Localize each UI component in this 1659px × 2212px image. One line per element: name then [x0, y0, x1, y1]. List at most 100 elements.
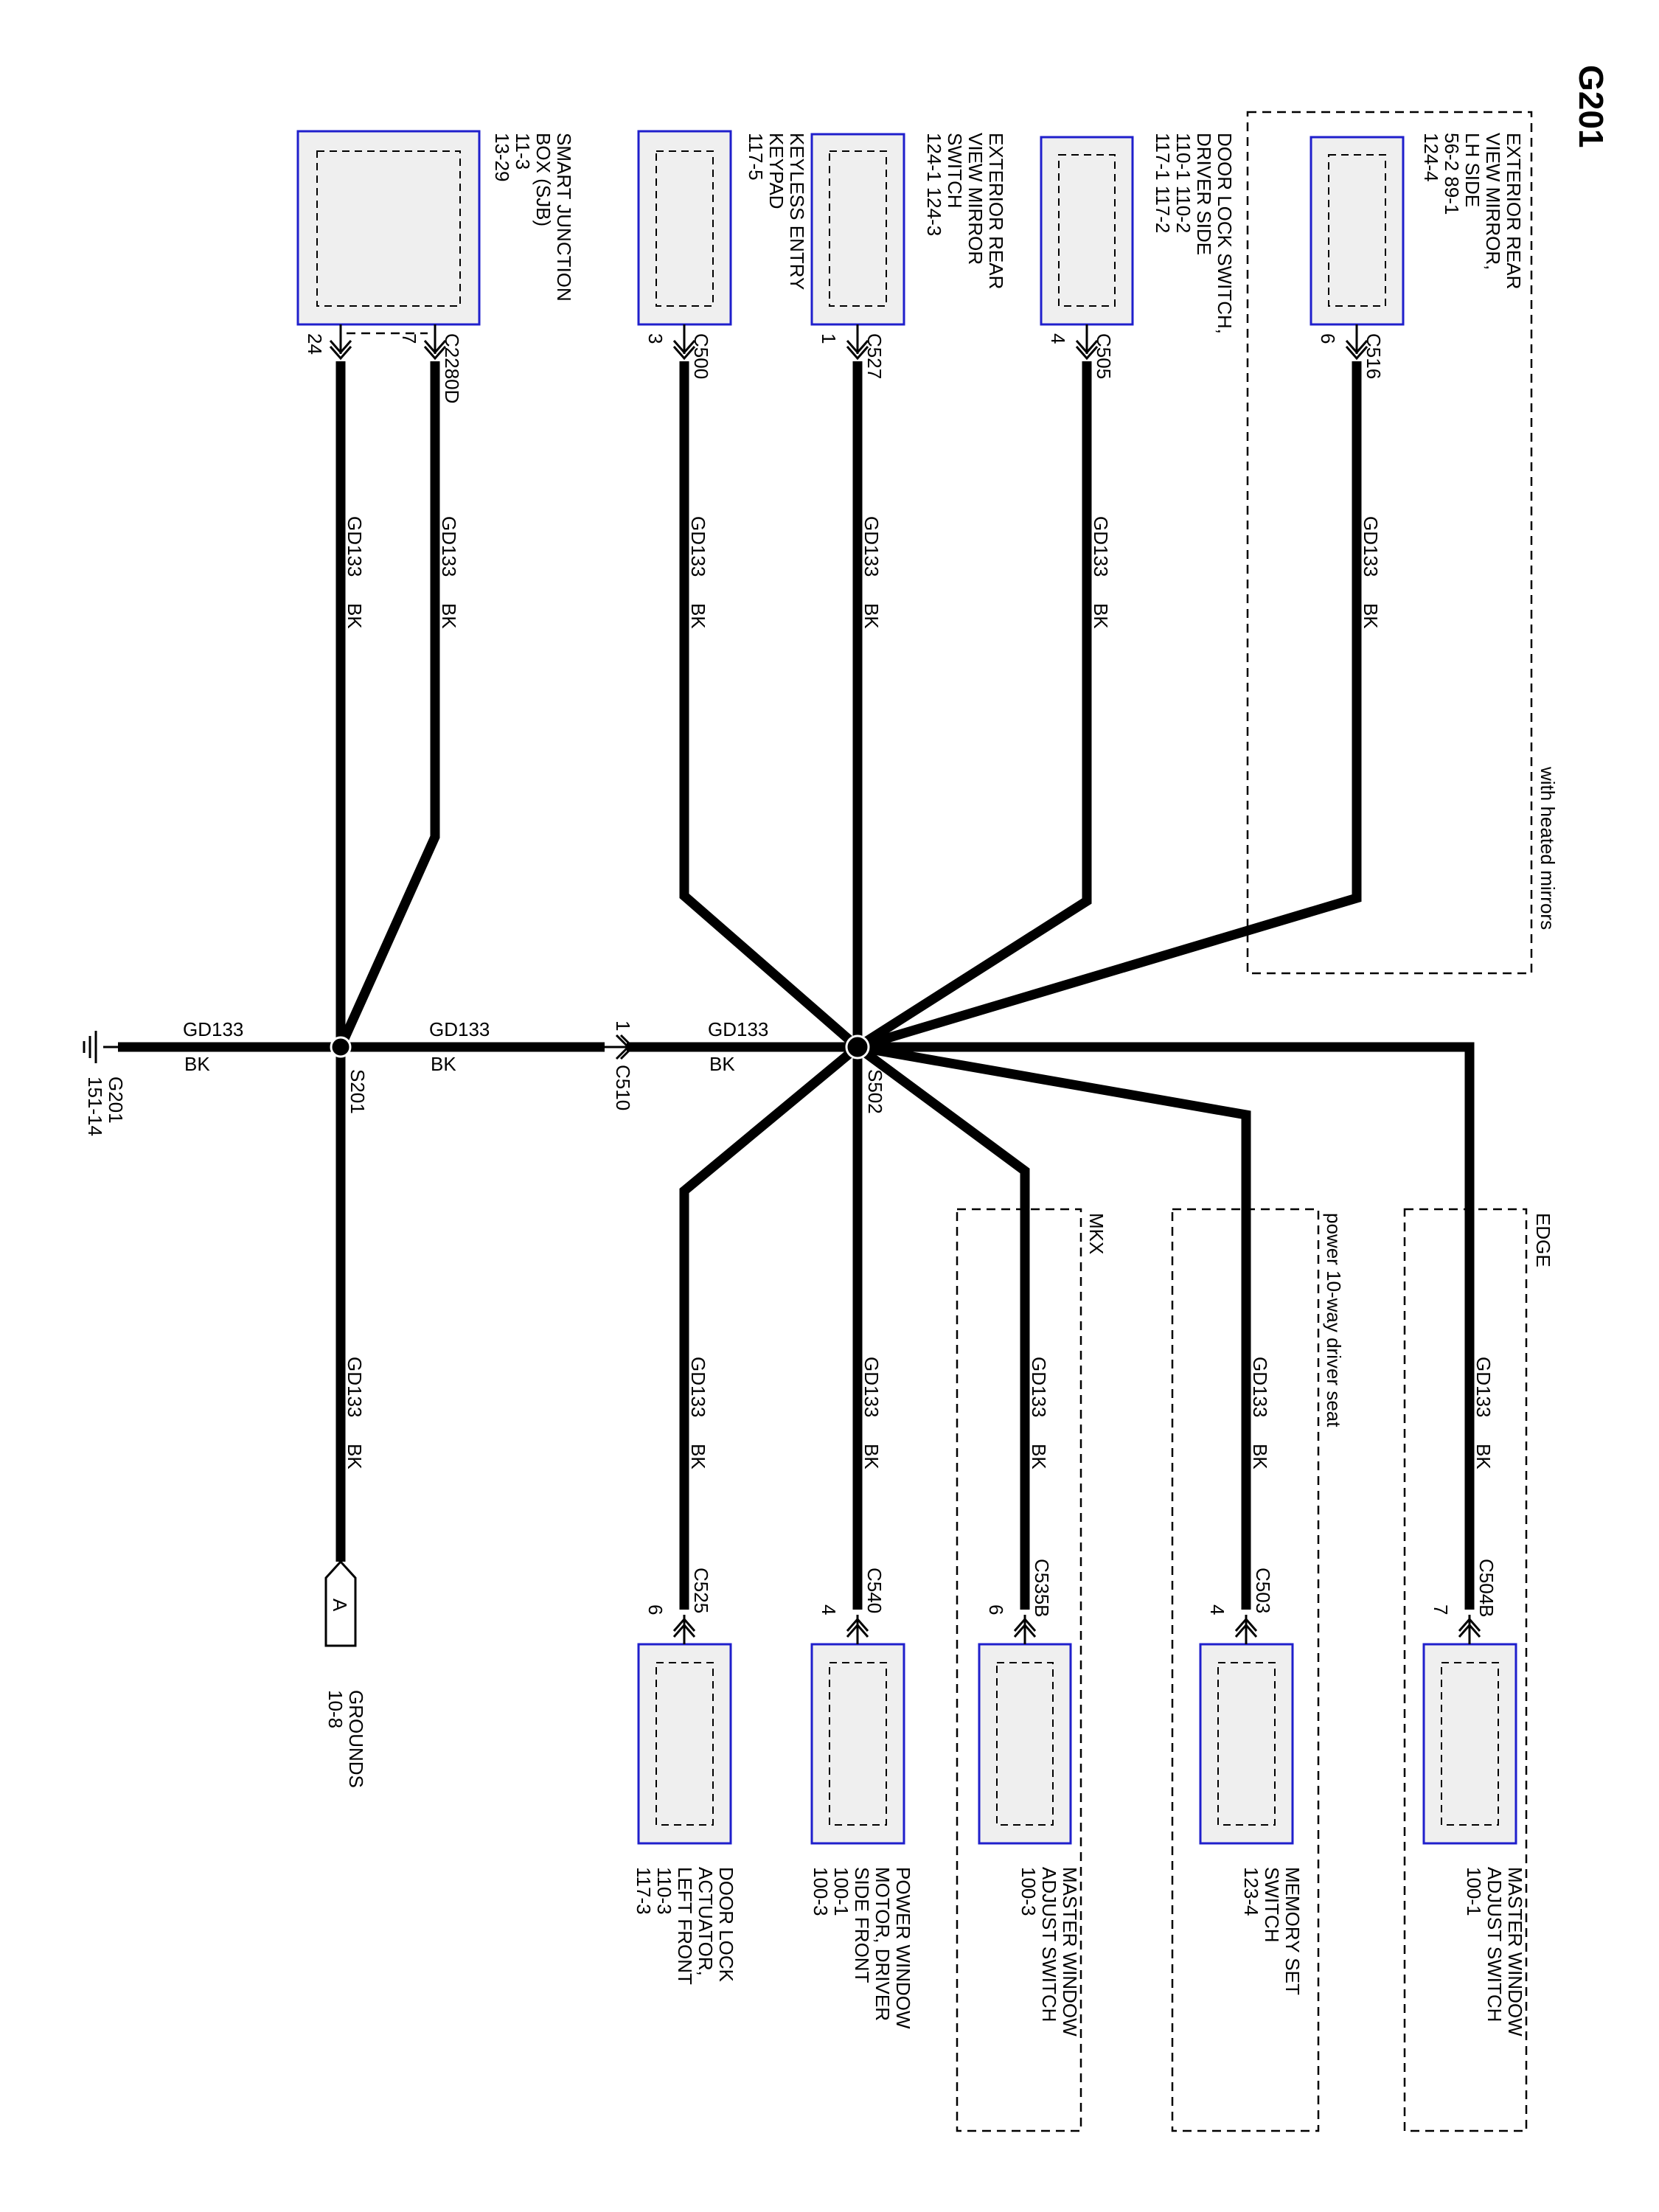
component-sjb — [296, 130, 481, 361]
trunk-color-ground-s201: BK — [184, 1053, 210, 1075]
wire-color-c527: BK — [860, 603, 883, 629]
component-name-mirror-line-3: LH SIDE — [1461, 133, 1484, 207]
wire-color-c525: BK — [687, 1444, 709, 1470]
region-mkx-label: MKX — [1085, 1213, 1107, 1254]
component-name-sjb-line-2: BOX (SJB) — [532, 133, 554, 226]
pin-sjb-b: 7 — [398, 333, 420, 344]
component-name-sjb-line-4: 13-29 — [491, 133, 513, 182]
wire-code-c525: GD133 — [687, 1357, 709, 1417]
inline-connector-c510 — [605, 1034, 635, 1060]
region-edge-label: EDGE — [1532, 1213, 1554, 1267]
component-name-mirror-line-4: 56-2 89-1 — [1441, 133, 1463, 215]
wire-s502-c500 — [679, 361, 861, 1051]
trunk-color-s201-c510: BK — [431, 1053, 456, 1075]
component-name-doorlock-actuator-line-2: ACTUATOR, — [695, 1867, 717, 1976]
component-name-doorlock-switch-line-3: 110-1 110-2 — [1172, 133, 1194, 233]
pin-doorlock-actuator: 6 — [644, 1604, 667, 1615]
component-name-keypad-line-3: 117-5 — [745, 133, 767, 181]
connector-mirror-switch: C527 — [863, 333, 886, 379]
wire-color-c500: BK — [687, 603, 709, 629]
connector-mirror: C516 — [1363, 333, 1385, 379]
pin-keypad: 3 — [644, 333, 667, 344]
component-name-window-motor-line-1: POWER WINDOW — [892, 1867, 914, 2029]
wire-color-c540: BK — [860, 1444, 883, 1470]
component-name-keypad-line-1: KEYLESS ENTRY — [786, 133, 808, 290]
ground-symbol — [83, 1031, 118, 1063]
wire-code-s201-sjb-24: GD133 — [344, 516, 366, 577]
wire-code-c505: GD133 — [1090, 516, 1112, 577]
region-power-seat — [1171, 1208, 1320, 2132]
connector-mwas-mkx: C535B — [1031, 1559, 1053, 1618]
component-name-memory-switch-line-2: SWITCH — [1261, 1867, 1283, 1943]
wire-code-c516: GD133 — [1360, 516, 1382, 577]
component-name-mirror-line-5: 124-4 — [1420, 133, 1442, 182]
pin-mirror-switch: 1 — [818, 333, 840, 344]
connector-mwas-edge: C504B — [1475, 1559, 1498, 1618]
component-name-doorlock-actuator-line-1: DOOR LOCK — [715, 1867, 737, 1983]
region-mkx — [956, 1208, 1082, 2132]
c510-name: C510 — [612, 1065, 634, 1110]
component-name-mirror-switch-line-2: VIEW MIRROR — [964, 133, 987, 265]
component-name-sjb-line-1: SMART JUNCTION — [553, 133, 575, 302]
component-name-mwas-mkx-line-1: MASTER WINDOW — [1059, 1867, 1081, 2037]
component-name-memory-switch-line-3: 123-4 — [1240, 1867, 1262, 1916]
component-mwas-edge — [1422, 1615, 1517, 1845]
pin-sjb: 24 — [304, 333, 326, 355]
offpage-label: GROUNDS — [345, 1690, 367, 1788]
wire-s502-c525 — [679, 1043, 861, 1610]
component-name-doorlock-actuator-line-5: 117-3 — [633, 1867, 655, 1915]
wire-color-s201-sjb-24: BK — [344, 603, 366, 629]
connector-memory-switch: C503 — [1252, 1568, 1274, 1613]
component-memory-switch — [1199, 1615, 1294, 1845]
component-name-doorlock-switch-line-2: DRIVER SIDE — [1193, 133, 1215, 255]
connector-window-motor: C540 — [863, 1568, 886, 1613]
wire-color-c516: BK — [1360, 603, 1382, 629]
trunk-color-c510-s502: BK — [709, 1053, 735, 1075]
component-name-mwas-mkx-line-2: ADJUST SWITCH — [1038, 1867, 1060, 2022]
wire-color-c505: BK — [1090, 603, 1112, 629]
component-name-mwas-edge-line-2: ADJUST SWITCH — [1484, 1867, 1506, 2022]
component-name-mirror-switch-line-1: EXTERIOR REAR — [985, 133, 1007, 289]
pin-mwas-edge: 7 — [1430, 1604, 1452, 1615]
component-name-mirror-switch-line-4: 124-1 124-3 — [923, 133, 945, 236]
splice-s502-dot — [845, 1034, 870, 1060]
connector-keypad: C500 — [690, 333, 712, 379]
trunk-code-ground-s201: GD133 — [183, 1018, 243, 1040]
component-window-motor — [810, 1615, 905, 1845]
wire-code-c500: GD133 — [687, 516, 709, 577]
component-name-window-motor-line-5: 100-3 — [810, 1867, 832, 1916]
splice-s502-label: S502 — [864, 1069, 886, 1114]
pin-mirror: 6 — [1317, 333, 1339, 344]
pin-window-motor: 4 — [818, 1604, 840, 1615]
component-name-sjb-line-3: 11-3 — [512, 133, 534, 170]
component-keypad — [637, 130, 732, 361]
offpage-ref: 10-8 — [324, 1690, 347, 1728]
connector-doorlock-switch: C505 — [1093, 333, 1115, 379]
trunk-code-c510-s502: GD133 — [708, 1018, 768, 1040]
wire-code-s201-sjb-7: GD133 — [438, 516, 460, 577]
component-name-mwas-edge-line-1: MASTER WINDOW — [1504, 1867, 1526, 2037]
wire-color-s201-sjb-7: BK — [438, 603, 460, 629]
wire-color-c503: BK — [1249, 1444, 1271, 1470]
wire-code-c503: GD133 — [1249, 1357, 1271, 1417]
wire-code-c504b: GD133 — [1472, 1357, 1495, 1417]
component-name-mirror-switch-line-3: SWITCH — [944, 133, 966, 209]
pin-doorlock-switch: 4 — [1047, 333, 1069, 344]
component-name-window-motor-line-3: SIDE FRONT — [851, 1867, 873, 1983]
region-power-seat-label: power 10-way driver seat — [1323, 1213, 1345, 1427]
offpage-letter: A — [329, 1599, 351, 1612]
region-heated-mirrors-label: with heated mirrors — [1537, 766, 1559, 930]
wire-color-c535b: BK — [1028, 1444, 1050, 1470]
wire-s502-c505 — [855, 361, 1092, 1051]
component-name-doorlock-actuator-line-4: 110-3 — [653, 1867, 675, 1915]
offpage-connector-a — [324, 1559, 357, 1647]
wire-s502-c504b — [858, 1042, 1475, 1610]
component-name-memory-switch-line-1: MEMORY SET — [1281, 1867, 1304, 1995]
page-title: G201 — [1572, 65, 1610, 148]
connector-sjb: C2280D — [441, 333, 463, 403]
wire-code-grounds: GD133 — [344, 1357, 366, 1417]
connector-doorlock-actuator: C525 — [690, 1568, 712, 1613]
c510-pin: 1 — [612, 1020, 634, 1031]
component-name-mirror-line-1: EXTERIOR REAR — [1503, 133, 1525, 289]
